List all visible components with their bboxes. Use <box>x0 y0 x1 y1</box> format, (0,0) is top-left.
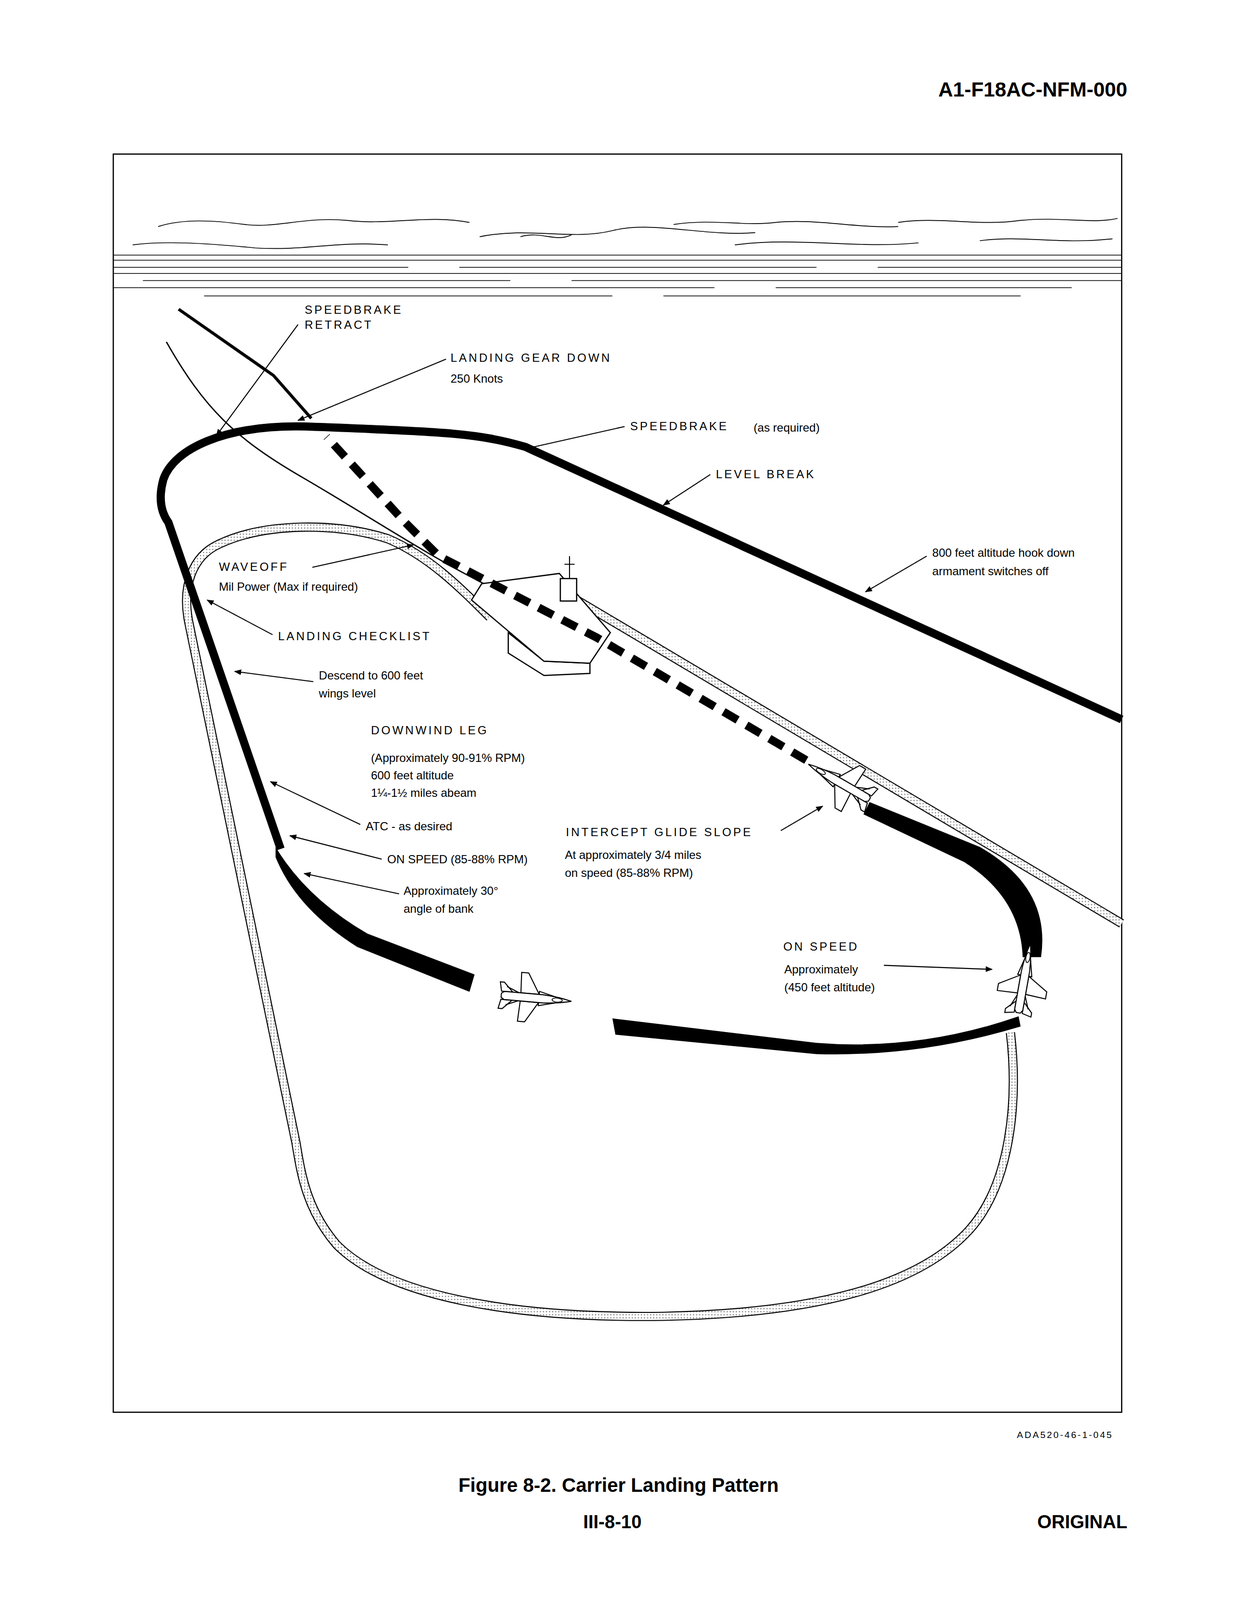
callout-label: WAVEOFF <box>217 559 291 575</box>
callout-label: SPEEDBRAKE <box>628 418 731 434</box>
callout-label: LEVEL BREAK <box>714 466 818 482</box>
document-number: A1-F18AC-NFM-000 <box>936 77 1129 102</box>
callout-label: ON SPEED <box>781 939 861 955</box>
glide-slope-dashed-track <box>326 436 807 761</box>
leader-line <box>312 545 414 568</box>
callout-label: SPEEDBRAKE RETRACT <box>303 302 405 333</box>
carrier-island <box>560 578 577 602</box>
figure-code: ADA520-46-1-045 <box>1015 1430 1115 1442</box>
callout-note: Approximately (450 feet altitude) <box>782 960 881 997</box>
leader-line <box>207 600 273 635</box>
callout-note: ATC - as desired <box>364 817 454 836</box>
leader-line <box>524 426 625 449</box>
cloud <box>979 238 1113 241</box>
cloud <box>734 242 919 245</box>
cloud <box>673 221 899 228</box>
leg-heading: DOWNWIND LEG <box>369 722 491 738</box>
page-number: III-8-10 <box>581 1511 643 1534</box>
figure-caption: Figure 8-2. Carrier Landing Pattern <box>456 1473 781 1498</box>
aircraft-groove <box>796 743 884 822</box>
leader-line <box>216 324 298 436</box>
final-turn-segment <box>612 1016 1021 1055</box>
horizon-lines <box>113 255 1123 296</box>
base-turn-segment <box>275 846 475 993</box>
callout-note: 800 feet altitude hook down armament swi… <box>930 543 1094 580</box>
aircraft-carrier <box>471 556 611 676</box>
leader-line <box>234 671 314 682</box>
bolter-band <box>186 527 1014 1318</box>
callout-note: Descend to 600 feet wings level <box>317 666 440 703</box>
leader-line <box>865 556 927 593</box>
leg-note: (Approximately 90-91% RPM) <box>369 748 527 767</box>
bolter-band-outline <box>186 527 1014 1318</box>
leader-line <box>781 806 823 831</box>
leg-note: 600 feet altitude <box>369 766 456 785</box>
cloud <box>479 227 756 237</box>
cloud <box>520 234 572 238</box>
leader-lines <box>207 324 993 970</box>
leader-line <box>883 965 993 970</box>
carrier-mast <box>564 556 575 579</box>
aircraft-turn <box>993 939 1055 1020</box>
callout-note: Mil Power (Max if required) <box>217 577 360 596</box>
figure-frame <box>113 154 1123 1413</box>
cloud <box>897 218 1118 223</box>
leader-line <box>304 873 400 895</box>
landing-pattern-path <box>160 426 1122 849</box>
callout-note: Approximately 30° angle of bank <box>402 881 515 918</box>
callout-note: (as required) <box>752 418 822 437</box>
callout-label: LANDING CHECKLIST <box>276 628 433 644</box>
leader-line <box>270 781 361 825</box>
leader-line <box>290 835 382 860</box>
cloud-lines <box>132 218 1118 249</box>
callout-note: 250 Knots <box>449 369 505 388</box>
callout-note: ON SPEED (85-88% RPM) <box>385 850 529 869</box>
change-status: ORIGINAL <box>1035 1511 1129 1534</box>
leader-line <box>663 474 711 505</box>
leader-line <box>297 359 446 421</box>
cloud <box>132 242 389 249</box>
cloud <box>158 219 470 227</box>
entry-track <box>178 309 312 419</box>
callout-label: INTERCEPT GLIDE SLOPE <box>564 824 754 840</box>
callout-label: LANDING GEAR DOWN <box>449 350 614 366</box>
leg-note: 1¼-1½ miles abeam <box>369 783 478 802</box>
callout-note: At approximately 3/4 miles on speed (85-… <box>563 846 710 882</box>
waveoff-track <box>166 341 490 587</box>
groove-turn-segment <box>863 802 1043 958</box>
aircraft-base <box>497 970 574 1026</box>
